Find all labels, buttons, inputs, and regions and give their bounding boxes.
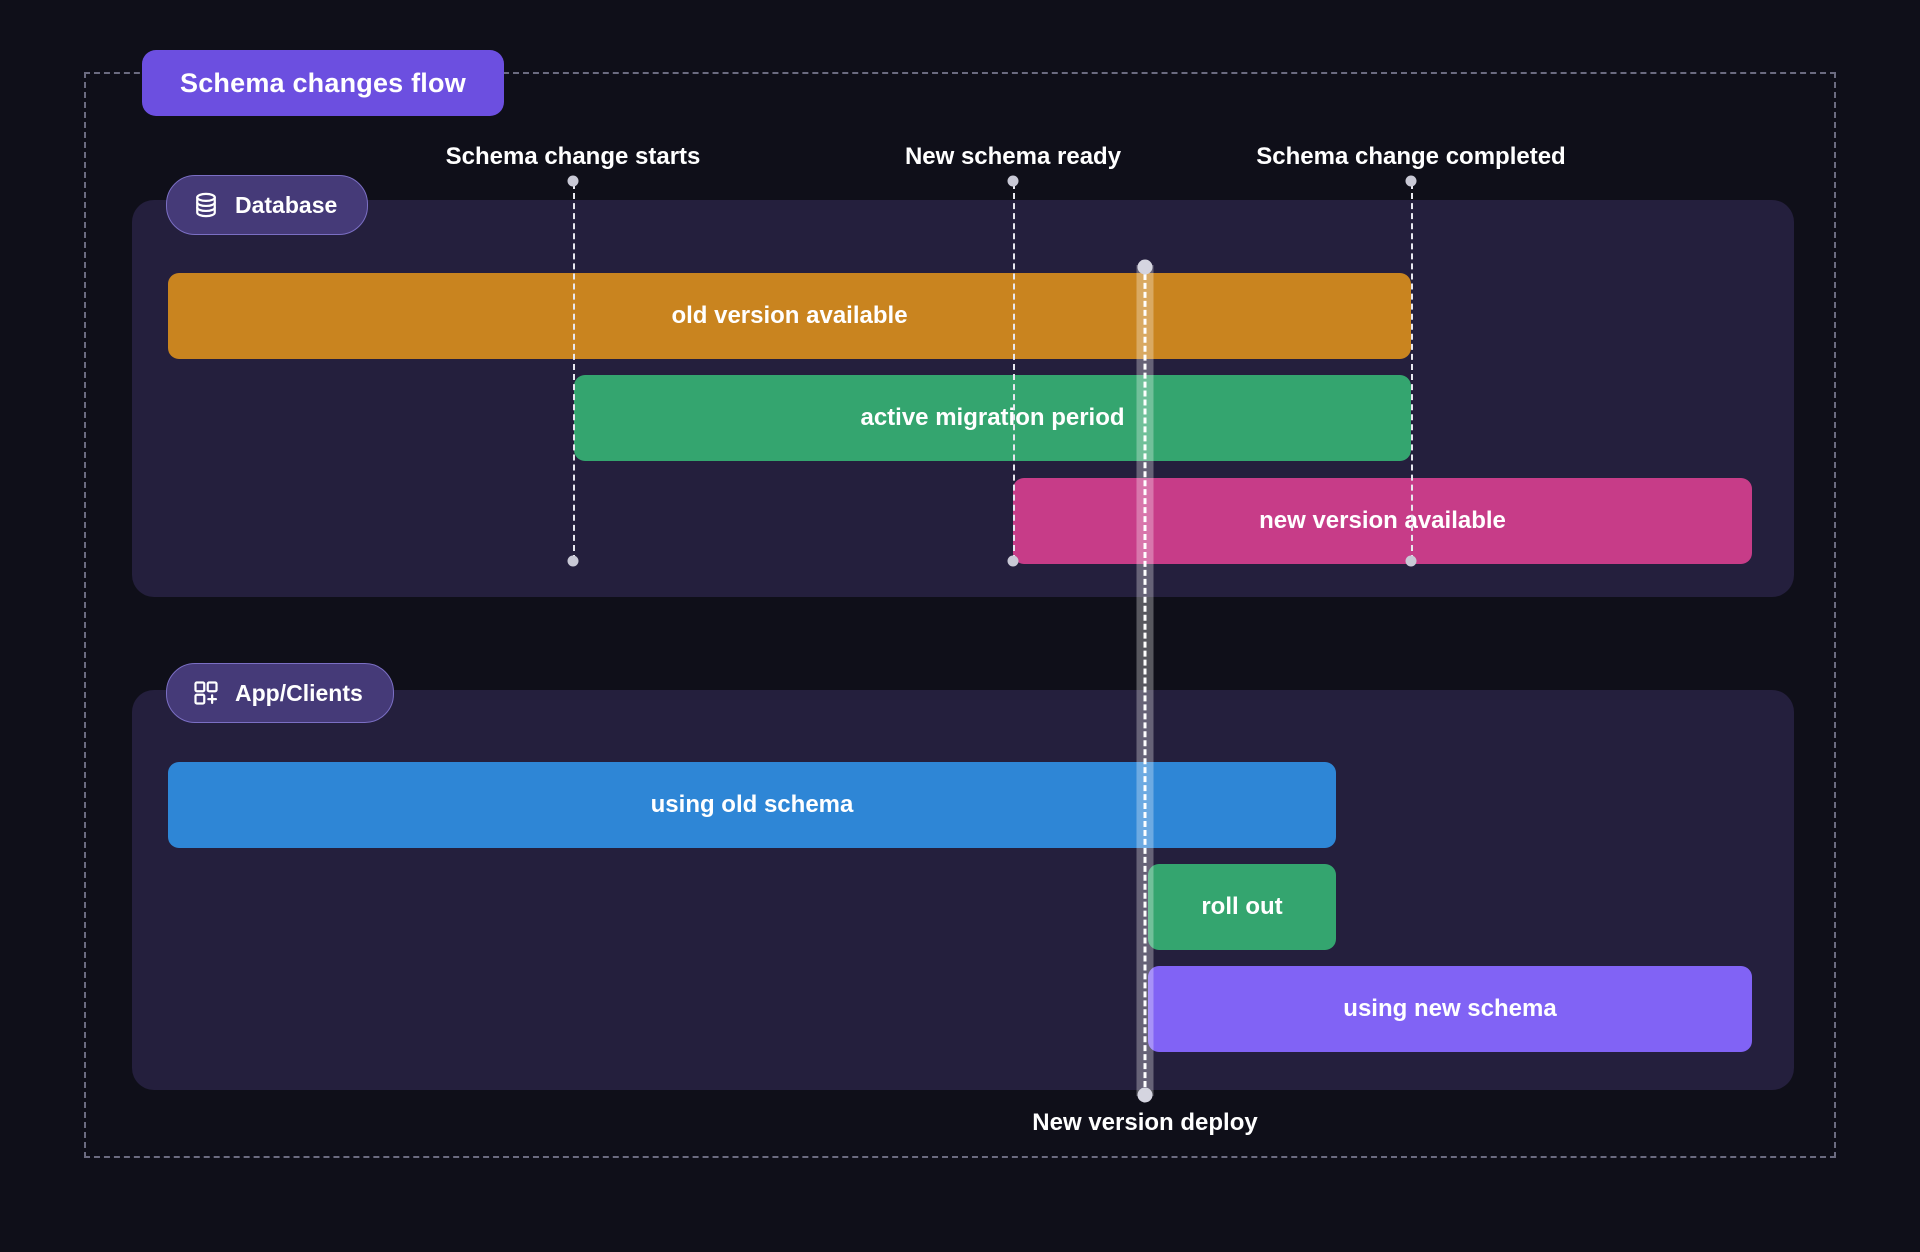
page-title: Schema changes flow bbox=[142, 50, 504, 116]
page-title-label: Schema changes flow bbox=[180, 67, 466, 98]
milestone-dot-bottom-schema-change-completed bbox=[1405, 555, 1417, 567]
milestone-dot-bottom-schema-change-starts bbox=[567, 555, 579, 567]
task-bar-label: using new schema bbox=[1343, 995, 1557, 1022]
milestone-label-new-schema-ready: New schema ready bbox=[905, 143, 1121, 171]
lane-badge-database[interactable]: Database bbox=[166, 175, 369, 235]
diagram-frame bbox=[84, 72, 1836, 1158]
lane-badge-label: App/Clients bbox=[235, 679, 363, 706]
task-bar-label: using old schema bbox=[650, 791, 854, 818]
database-icon bbox=[191, 190, 221, 220]
task-bar-active-migration-period[interactable]: active migration period bbox=[574, 375, 1411, 461]
task-bar-label: new version available bbox=[1259, 507, 1506, 534]
milestone-label-schema-change-completed: Schema change completed bbox=[1256, 143, 1565, 171]
milestone-dot-top-schema-change-starts bbox=[567, 175, 579, 187]
milestone-label-schema-change-starts: Schema change starts bbox=[446, 143, 701, 171]
milestone-dot-top-new-schema-ready bbox=[1007, 175, 1019, 187]
task-bar-roll-out[interactable]: roll out bbox=[1148, 864, 1336, 950]
task-bar-using-old-schema[interactable]: using old schema bbox=[168, 762, 1336, 848]
deploy-marker-dot-bottom bbox=[1137, 1087, 1153, 1103]
lane-badge-app-clients[interactable]: App/Clients bbox=[166, 663, 394, 723]
task-bar-old-version-available[interactable]: old version available bbox=[168, 273, 1411, 359]
task-bar-new-version-available[interactable]: new version available bbox=[1013, 478, 1752, 564]
milestone-line-schema-change-completed bbox=[1411, 183, 1413, 561]
lane-badge-label: Database bbox=[235, 191, 338, 218]
milestone-label-text: Schema change completed bbox=[1256, 143, 1566, 170]
task-bar-label: active migration period bbox=[860, 404, 1125, 431]
task-bar-label: roll out bbox=[1201, 893, 1283, 920]
milestone-line-new-schema-ready bbox=[1013, 183, 1015, 561]
milestone-label-text: New schema ready bbox=[904, 143, 1122, 170]
task-bar-label: old version available bbox=[671, 302, 908, 329]
deploy-marker-label-text: New version deploy bbox=[1032, 1109, 1258, 1136]
app-grid-plus-icon bbox=[191, 678, 221, 708]
milestone-dot-bottom-new-schema-ready bbox=[1007, 555, 1019, 567]
milestone-label-text: Schema change starts bbox=[445, 143, 701, 170]
deploy-marker-dot-top bbox=[1137, 259, 1153, 275]
milestone-dot-top-schema-change-completed bbox=[1405, 175, 1417, 187]
deploy-marker-label: New version deploy bbox=[1032, 1109, 1257, 1137]
milestone-line-schema-change-starts bbox=[573, 183, 575, 561]
deploy-marker-line bbox=[1143, 265, 1147, 1096]
task-bar-using-new-schema[interactable]: using new schema bbox=[1148, 966, 1752, 1052]
